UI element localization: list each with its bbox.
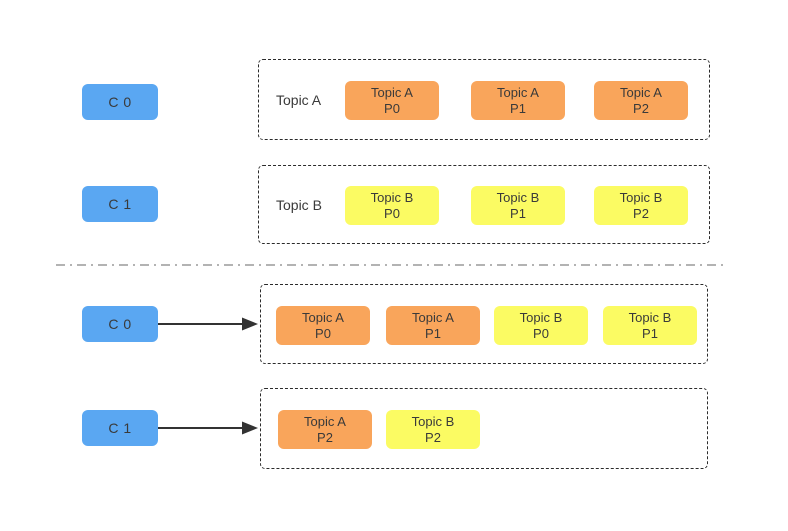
partition-id: P0 — [315, 325, 331, 341]
partition-id: P1 — [510, 205, 526, 221]
partition-box: Topic A P2 — [594, 81, 688, 120]
partition-box: Topic B P2 — [594, 186, 688, 225]
partition-box: Topic A P2 — [278, 410, 372, 449]
partition-box: Topic A P1 — [386, 306, 480, 345]
partition-box: Topic B P2 — [386, 410, 480, 449]
right-arrow-c0-icon — [158, 317, 258, 331]
partition-topic: Topic B — [628, 309, 672, 325]
partition-box: Topic B P1 — [471, 186, 565, 225]
consumer-c0-assigned: C 0 — [82, 306, 158, 342]
partition-topic: Topic B — [619, 189, 663, 205]
partition-box: Topic A P1 — [471, 81, 565, 120]
topic-b-label: Topic B — [276, 196, 322, 213]
partition-id: P1 — [642, 325, 658, 341]
partition-id: P2 — [425, 429, 441, 445]
partition-id: P1 — [425, 325, 441, 341]
partition-id: P2 — [633, 205, 649, 221]
partition-box: Topic B P0 — [494, 306, 588, 345]
partition-id: P0 — [533, 325, 549, 341]
topic-b-container: Topic B Topic B P0 Topic B P1 Topic B P2 — [258, 165, 710, 244]
c1-assignment-container: Topic A P2 Topic B P2 — [260, 388, 708, 469]
partition-box: Topic A P0 — [276, 306, 370, 345]
consumer-c0: C 0 — [82, 84, 158, 120]
partition-topic: Topic A — [304, 413, 346, 429]
consumer-c1-assigned: C 1 — [82, 410, 158, 446]
partition-id: P2 — [633, 100, 649, 116]
topic-a-container: Topic A Topic A P0 Topic A P1 Topic A P2 — [258, 59, 710, 140]
partition-topic: Topic B — [519, 309, 563, 325]
partition-id: P0 — [384, 205, 400, 221]
section-divider — [56, 264, 728, 266]
partition-id: P2 — [317, 429, 333, 445]
partition-topic: Topic B — [370, 189, 414, 205]
partition-topic: Topic A — [302, 309, 344, 325]
partition-box: Topic B P0 — [345, 186, 439, 225]
partition-id: P0 — [384, 100, 400, 116]
partition-topic: Topic B — [411, 413, 455, 429]
partition-box: Topic B P1 — [603, 306, 697, 345]
partition-id: P1 — [510, 100, 526, 116]
topic-a-label: Topic A — [276, 91, 322, 108]
right-arrow-c1-icon — [158, 421, 258, 435]
c0-assignment-container: Topic A P0 Topic A P1 Topic B P0 Topic B… — [260, 284, 708, 364]
partition-topic: Topic A — [371, 84, 413, 100]
partition-topic: Topic A — [497, 84, 539, 100]
partition-topic: Topic A — [412, 309, 454, 325]
partition-box: Topic A P0 — [345, 81, 439, 120]
partition-topic: Topic B — [496, 189, 540, 205]
consumer-c1: C 1 — [82, 186, 158, 222]
partition-topic: Topic A — [620, 84, 662, 100]
